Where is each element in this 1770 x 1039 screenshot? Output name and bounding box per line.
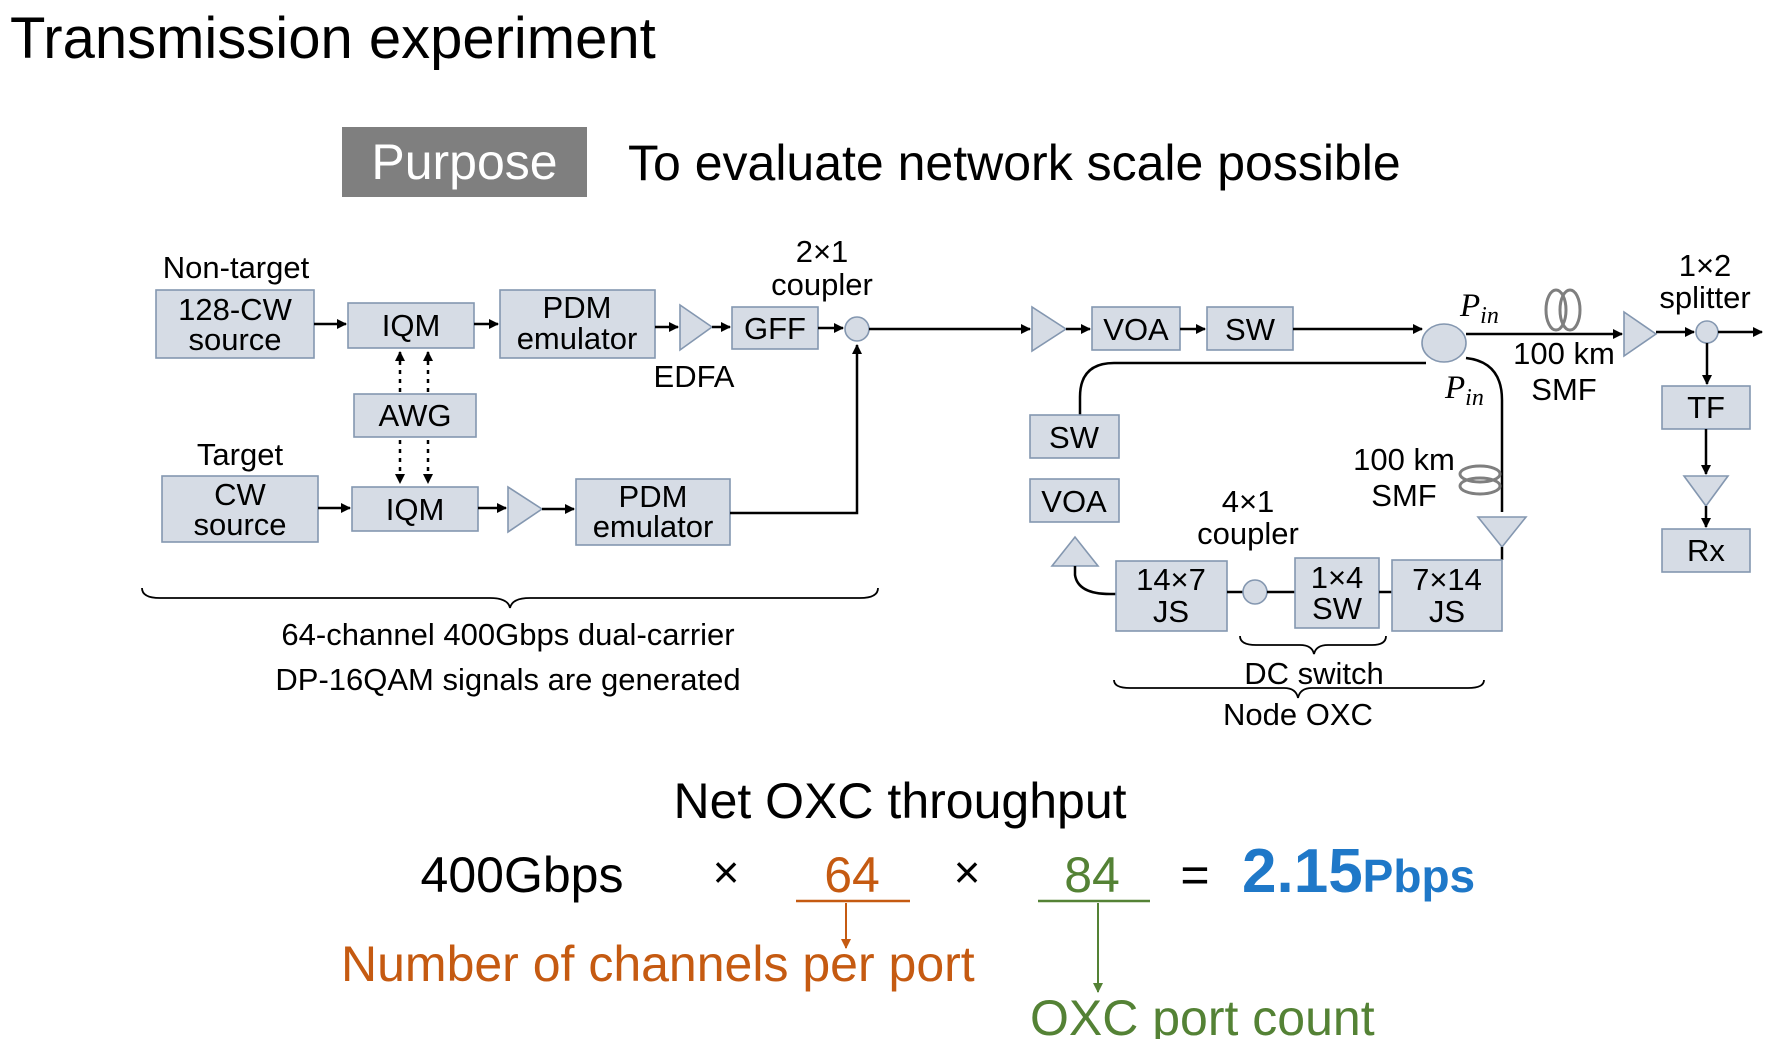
voa-top-box: VOA (1091, 306, 1181, 351)
sw1x4-label-a: 1×4 (1311, 560, 1364, 595)
channels-note: Number of channels per port (341, 936, 975, 992)
js-14x7-box: 14×7 JS (1115, 560, 1228, 632)
dc-switch-label: DC switch (1244, 656, 1384, 691)
dc-switch-brace (1239, 635, 1387, 655)
channels-value: 64 (824, 847, 880, 903)
smf-main-label-b: SMF (1531, 372, 1596, 407)
edfa-label: EDFA (654, 359, 735, 394)
smf-main-label-a: 100 km (1513, 336, 1615, 371)
coupler-2x1-label-b: coupler (771, 267, 873, 302)
js7x14-label-a: 7×14 (1412, 562, 1482, 597)
node-oxc-brace (1113, 679, 1485, 699)
equals-sign: = (1180, 847, 1209, 903)
pin-main-label: Pin (1459, 288, 1499, 329)
loop-return-line (1078, 361, 1426, 415)
pdm-top-label-a: PDM (543, 290, 612, 325)
throughput-heading: Net OXC throughput (673, 773, 1126, 829)
coupler-4x1-label-a: 4×1 (1222, 484, 1275, 519)
edfa-amplifier-icon (679, 303, 714, 352)
gff-label: GFF (744, 311, 806, 346)
iqm-bottom-label: IQM (386, 492, 445, 527)
awg-box: AWG (353, 393, 477, 438)
cw-source-label-b: source (193, 507, 286, 542)
smf-loop-label-a: 100 km (1353, 442, 1455, 477)
transmitter-brace (141, 587, 879, 609)
pdm-top-label-b: emulator (517, 321, 638, 356)
splitter-label-b: splitter (1659, 280, 1750, 315)
js-7x14-box: 7×14 JS (1391, 559, 1503, 632)
voa-left-box: VOA (1029, 478, 1120, 523)
page-title: Transmission experiment (10, 6, 656, 71)
loop-out-line (1465, 356, 1504, 512)
awg-label: AWG (379, 398, 452, 433)
tf-box: TF (1661, 385, 1751, 430)
voa-top-label: VOA (1103, 312, 1169, 347)
splitter-icon (1695, 320, 1719, 344)
sw-top-box: SW (1206, 306, 1294, 351)
amplifier-out-icon (1623, 310, 1658, 358)
purpose-text: To evaluate network scale possible (628, 135, 1401, 191)
throughput-equation: Net OXC throughput 400Gbps × 64 × 84 = 2… (341, 773, 1475, 1039)
target-label: Target (197, 437, 284, 472)
times-sign-2: × (954, 846, 981, 898)
sw-1x4-box: 1×4 SW (1294, 557, 1380, 629)
pdm-bottom-label-a: PDM (619, 479, 688, 514)
sw-top-label: SW (1225, 312, 1276, 347)
sw1x4-label-b: SW (1312, 591, 1363, 626)
circulator-icon (1421, 323, 1467, 363)
tx-caption-line1: 64-channel 400Gbps dual-carrier (281, 617, 734, 652)
sw-left-box: SW (1029, 414, 1120, 459)
cw128-source-label-b: source (188, 322, 281, 357)
loop-in-line (1073, 566, 1116, 596)
amplifier-loop-icon (1476, 516, 1528, 549)
tf-label: TF (1687, 390, 1725, 425)
pin-loop-label: Pin (1444, 370, 1484, 411)
amplifier-rx-icon (1682, 475, 1730, 508)
splitter-label-a: 1×2 (1679, 248, 1732, 283)
cw128-source-box: 128-CW source (155, 289, 315, 359)
rate-value: 400Gbps (421, 847, 624, 903)
coupler-4x1-icon (1242, 579, 1268, 605)
pdm-emulator-top-box: PDM emulator (499, 289, 656, 359)
ports-value: 84 (1064, 847, 1120, 903)
tx-caption-line2: DP-16QAM signals are generated (275, 662, 740, 697)
iqm-top-box: IQM (347, 302, 475, 349)
result-value: 2.15Pbps (1242, 837, 1475, 906)
coupler-2x1-icon (844, 316, 870, 342)
cw-source-label-a: CW (214, 477, 266, 512)
rx-label: Rx (1687, 533, 1725, 568)
node-oxc-label: Node OXC (1223, 697, 1373, 732)
smf-main-spool-icon (1544, 288, 1582, 332)
coupler-4x1-label-b: coupler (1197, 516, 1299, 551)
voa-left-label: VOA (1041, 484, 1107, 519)
rx-box: Rx (1661, 528, 1751, 573)
non-target-label: Non-target (163, 250, 310, 285)
cw-source-box: CW source (161, 475, 319, 543)
cw128-source-label-a: 128-CW (178, 292, 292, 327)
coupler-2x1-label-a: 2×1 (796, 234, 849, 269)
ports-note: OXC port count (1030, 990, 1375, 1039)
smf-loop-label-b: SMF (1371, 478, 1436, 513)
amplifier-bottom-icon (507, 485, 544, 534)
iqm-top-label: IQM (382, 308, 441, 343)
gff-box: GFF (731, 306, 819, 350)
amplifier-left-icon (1050, 535, 1100, 567)
js14x7-label-b: JS (1153, 594, 1189, 629)
purpose-badge: Purpose (342, 127, 587, 197)
js7x14-label-b: JS (1429, 594, 1465, 629)
times-sign-1: × (713, 846, 740, 898)
iqm-bottom-box: IQM (351, 486, 479, 532)
pdm-emulator-bottom-box: PDM emulator (575, 478, 731, 546)
smf-loop-spool-icon (1458, 464, 1502, 496)
js14x7-label-a: 14×7 (1136, 562, 1206, 597)
sw-left-label: SW (1049, 420, 1100, 455)
pdm-bottom-label-b: emulator (593, 509, 714, 544)
amplifier-line-icon (1031, 305, 1068, 353)
